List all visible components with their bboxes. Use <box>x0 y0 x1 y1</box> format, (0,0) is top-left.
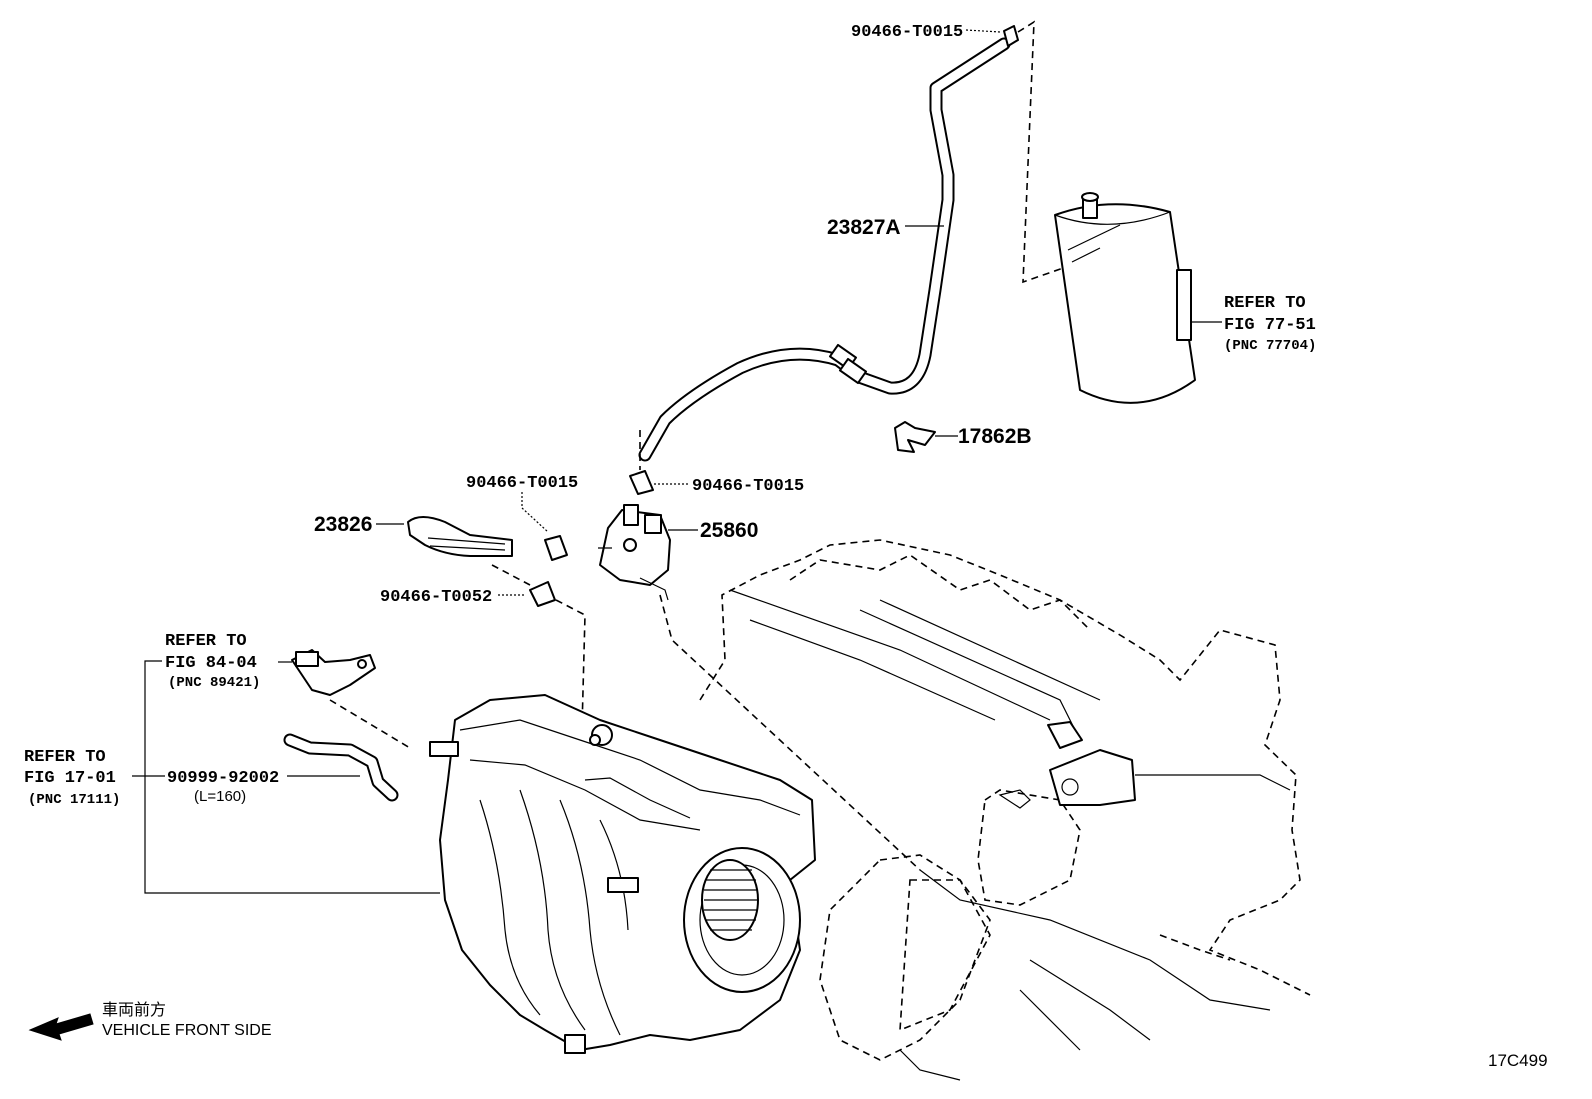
dash-vsv-throttle <box>659 594 921 871</box>
label-sensor-ref-2: FIG 84-04 <box>165 654 257 673</box>
vsv-hose-clip[interactable] <box>629 470 654 495</box>
vsv-valve[interactable] <box>598 504 671 601</box>
label-vacuum-hose: 90999-92002 <box>167 769 279 788</box>
canister-bracket[interactable] <box>894 421 936 453</box>
label-manifold-ref-2: FIG 17-01 <box>24 769 116 788</box>
label-23827a: 23827A <box>827 216 901 239</box>
label-clip-mid-right: 90466-T0015 <box>692 477 804 496</box>
legend-english: VEHICLE FRONT SIDE <box>102 1022 272 1039</box>
label-25860: 25860 <box>700 519 758 542</box>
label-canister-ref-2: FIG 77-51 <box>1224 316 1316 335</box>
legend-japanese: 車両前方 <box>102 1001 166 1019</box>
label-clip-top: 90466-T0015 <box>851 23 963 42</box>
vacuum-hose[interactable] <box>283 733 399 802</box>
label-sensor-ref-3: (PNC 89421) <box>168 675 260 691</box>
leader-clip-23826 <box>521 492 549 533</box>
label-canister-ref-1: REFER TO <box>1224 294 1306 313</box>
bracket-sensor-ref <box>144 660 440 894</box>
intake-manifold[interactable] <box>429 694 816 1054</box>
label-17862b: 17862B <box>958 425 1032 448</box>
label-clip-mid-left: 90466-T0015 <box>466 474 578 493</box>
label-manifold-ref-3: (PNC 17111) <box>28 792 120 808</box>
charcoal-canister[interactable] <box>1054 192 1196 404</box>
map-sensor[interactable] <box>291 649 376 696</box>
upper-purge-hose[interactable] <box>638 37 1011 462</box>
dash-sensor-manifold <box>329 699 411 749</box>
engine-phantom <box>699 539 1311 1081</box>
lower-purge-hose[interactable] <box>407 516 513 557</box>
dash-canister-link <box>1017 20 1093 284</box>
dash-hose-clip <box>491 564 531 586</box>
top-hose-clip[interactable] <box>1003 25 1019 47</box>
label-23826: 23826 <box>314 513 372 536</box>
label-vacuum-hose-length: (L=160) <box>194 788 246 805</box>
manifold-clip[interactable] <box>529 581 556 607</box>
figure-code: 17C499 <box>1488 1051 1548 1070</box>
leader-clip-top <box>965 29 1001 33</box>
label-clip-lower: 90466-T0052 <box>380 588 492 607</box>
label-canister-ref-3: (PNC 77704) <box>1224 338 1316 354</box>
label-sensor-ref-1: REFER TO <box>165 632 247 651</box>
label-manifold-ref-1: REFER TO <box>24 748 106 767</box>
front-direction-arrow <box>28 1013 94 1041</box>
hose-23826-clip[interactable] <box>544 535 568 561</box>
